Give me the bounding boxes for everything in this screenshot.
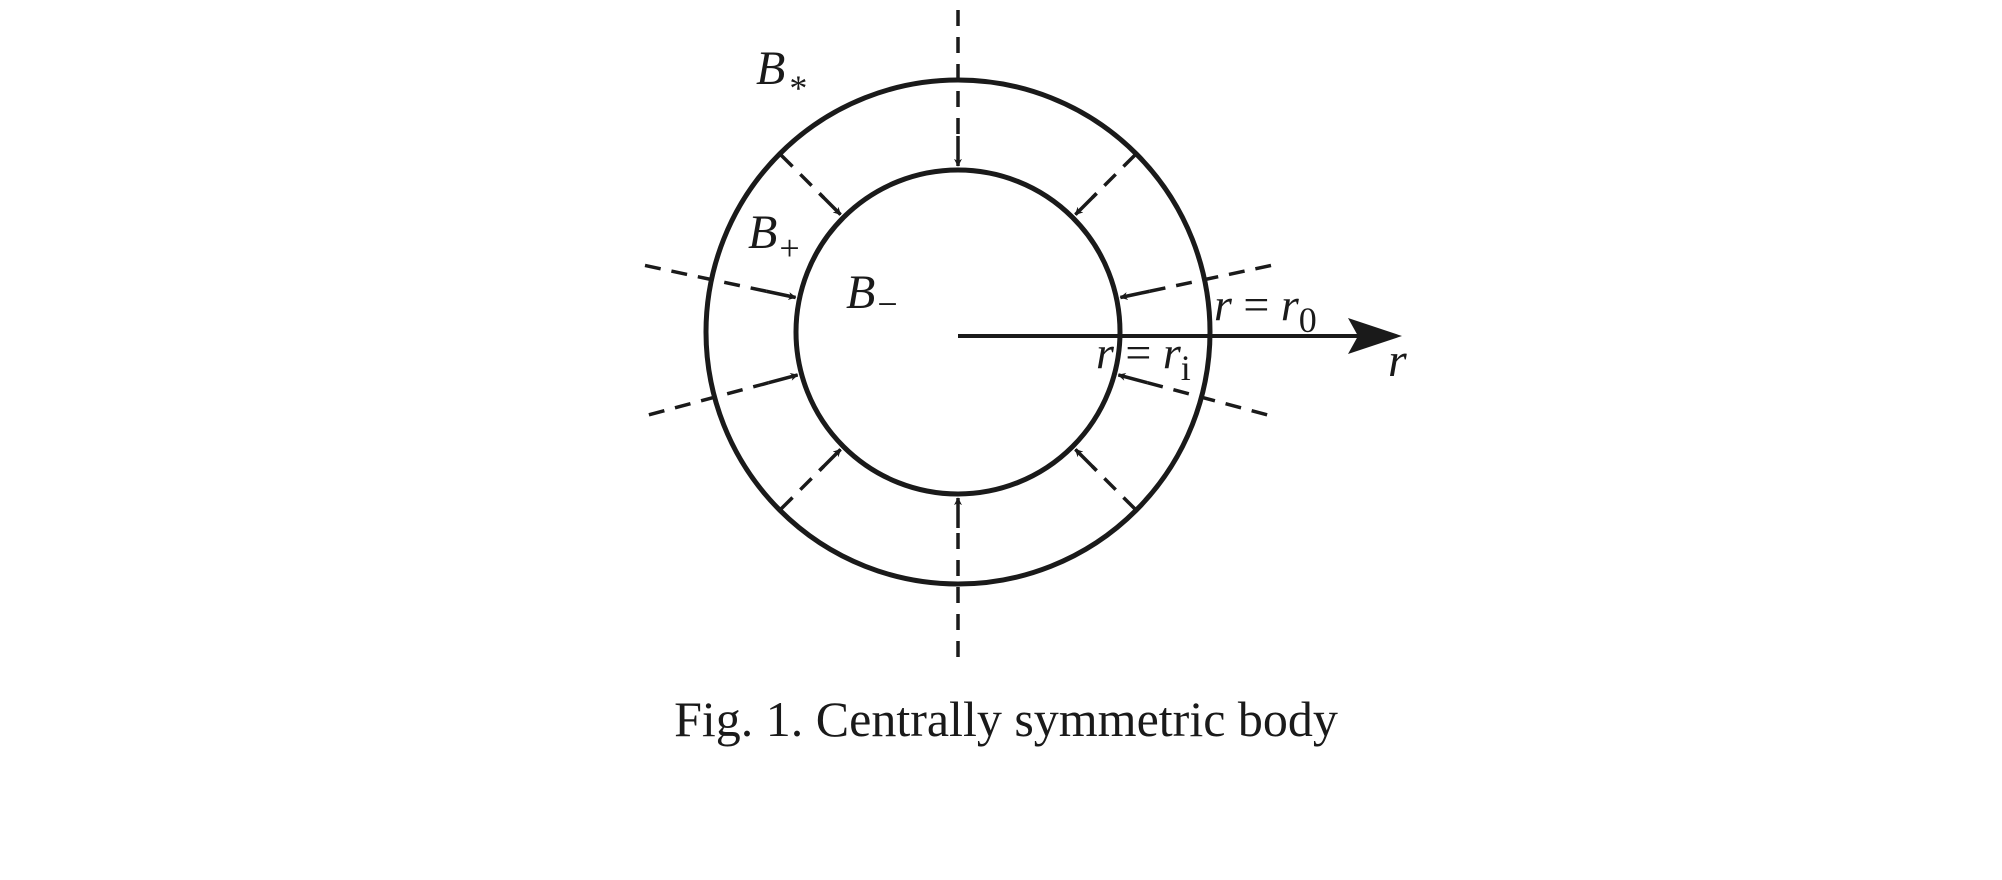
label-b-minus: B−	[846, 266, 898, 324]
radial-arrow	[1074, 192, 1098, 216]
label-r-axis: r	[1388, 334, 1407, 387]
radial-arrow	[1119, 289, 1151, 300]
dashed-radial-lines	[644, 10, 1272, 657]
dashed-ray	[779, 465, 825, 511]
radial-arrow	[765, 289, 797, 300]
dashed-ray	[1091, 465, 1137, 511]
radial-arrow	[818, 192, 842, 216]
label-r-equals-ri: r = ri	[1096, 327, 1191, 388]
dashed-ray	[1091, 153, 1137, 199]
dashed-ray	[644, 263, 773, 295]
figure-caption: Fig. 1. Centrally symmetric body	[674, 691, 1338, 747]
radial-arrow	[1117, 372, 1148, 385]
radial-arrow	[768, 372, 799, 385]
inner-boundary-circle	[793, 167, 1123, 497]
dashed-ray	[648, 379, 775, 417]
label-b-star: B*	[756, 42, 807, 108]
label-r-equals-r0: r = r0	[1214, 279, 1317, 340]
radial-arrows	[765, 136, 1151, 528]
dashed-ray	[779, 153, 825, 199]
dashed-ray	[1141, 379, 1268, 417]
radial-arrow	[1074, 448, 1098, 472]
label-b-plus: B+	[748, 206, 800, 268]
dashed-ray	[1143, 263, 1272, 295]
radial-arrow	[818, 448, 842, 472]
radial-axis-arrowhead	[1348, 318, 1402, 354]
